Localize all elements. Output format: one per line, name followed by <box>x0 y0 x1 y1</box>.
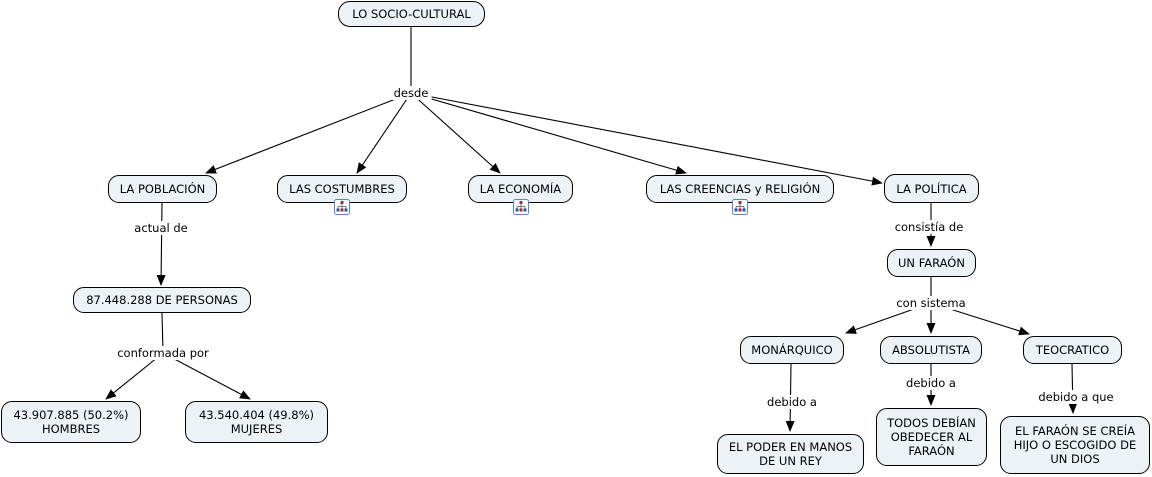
node-label: TEOCRATICO <box>1035 343 1110 357</box>
node-label: 43.907.885 (50.2%) <box>13 408 129 422</box>
link-label-actual-de[interactable]: actual de <box>131 221 191 235</box>
link-label-debido-a-1[interactable]: debido a <box>764 395 820 409</box>
node-label: LO SOCIO-CULTURAL <box>352 7 471 21</box>
link-label-debido-a-que[interactable]: debido a que <box>1035 390 1117 404</box>
node-label: EL PODER EN MANOS <box>728 440 853 454</box>
node-label: UN FARAÓN <box>898 256 965 270</box>
node-label: ABSOLUTISTA <box>892 343 970 357</box>
node-lo-socio-cultural[interactable]: LO SOCIO-CULTURAL <box>338 1 485 27</box>
node-teocratico[interactable]: TEOCRATICO <box>1023 336 1122 364</box>
link-label-desde[interactable]: desde <box>390 86 432 100</box>
node-label: UN DIOS <box>1050 452 1100 466</box>
node-la-poblacion[interactable]: LA POBLACIÓN <box>108 175 217 203</box>
node-label: LAS COSTUMBRES <box>289 182 395 196</box>
node-label: LA POLÍTICA <box>896 181 967 196</box>
node-un-faraon[interactable]: UN FARAÓN <box>887 249 976 277</box>
node-las-creencias-y-religion[interactable]: LAS CREENCIAS y RELIGIÓN <box>646 175 834 203</box>
node-label: LAS CREENCIAS y RELIGIÓN <box>659 182 821 196</box>
node-label: TODOS DEBÍAN <box>887 416 976 430</box>
cmap-resource-icon[interactable] <box>513 199 529 215</box>
link-label-consistia-de[interactable]: consistía de <box>891 220 967 234</box>
node-label: FARAÓN <box>908 444 955 458</box>
node-label: MONÁRQUICO <box>751 343 833 357</box>
node-label: HOMBRES <box>41 422 101 436</box>
node-label: EL FARAÓN SE CREÍA <box>1014 424 1136 438</box>
node-label: MUJERES <box>230 422 283 436</box>
node-la-economia[interactable]: LA ECONOMÍA <box>468 175 573 203</box>
node-mujeres[interactable]: 43.540.404 (49.8%) MUJERES <box>185 401 328 443</box>
node-label: LA ECONOMÍA <box>479 182 562 196</box>
node-label: 43.540.404 (49.8%) <box>198 408 314 422</box>
node-faraon-hijo-de-dios[interactable]: EL FARAÓN SE CREÍA HIJO O ESCOGIDO DE UN… <box>1000 416 1150 474</box>
cmap-resource-icon[interactable] <box>334 199 350 215</box>
node-label: OBEDECER AL <box>890 430 973 444</box>
node-poder-en-manos-de-un-rey[interactable]: EL PODER EN MANOS DE UN REY <box>717 434 864 474</box>
link-label-debido-a-2[interactable]: debido a <box>903 376 959 390</box>
node-hombres[interactable]: 43.907.885 (50.2%) HOMBRES <box>1 401 141 443</box>
node-label: LA POBLACIÓN <box>119 182 206 196</box>
node-todos-debian-obedecer[interactable]: TODOS DEBÍAN OBEDECER AL FARAÓN <box>876 408 987 466</box>
node-label: DE UN REY <box>759 454 822 468</box>
link-label-con-sistema[interactable]: con sistema <box>893 296 969 310</box>
cmap-resource-icon[interactable] <box>732 199 748 215</box>
node-monarquico[interactable]: MONÁRQUICO <box>740 336 844 364</box>
node-la-politica[interactable]: LA POLÍTICA <box>884 174 979 203</box>
node-absolutista[interactable]: ABSOLUTISTA <box>880 336 982 364</box>
link-label-conformada-por[interactable]: conformada por <box>114 346 212 360</box>
node-personas[interactable]: 87.448.288 DE PERSONAS <box>73 287 251 313</box>
node-label: 87.448.288 DE PERSONAS <box>86 293 238 307</box>
node-label: HIJO O ESCOGIDO DE <box>1013 438 1137 452</box>
